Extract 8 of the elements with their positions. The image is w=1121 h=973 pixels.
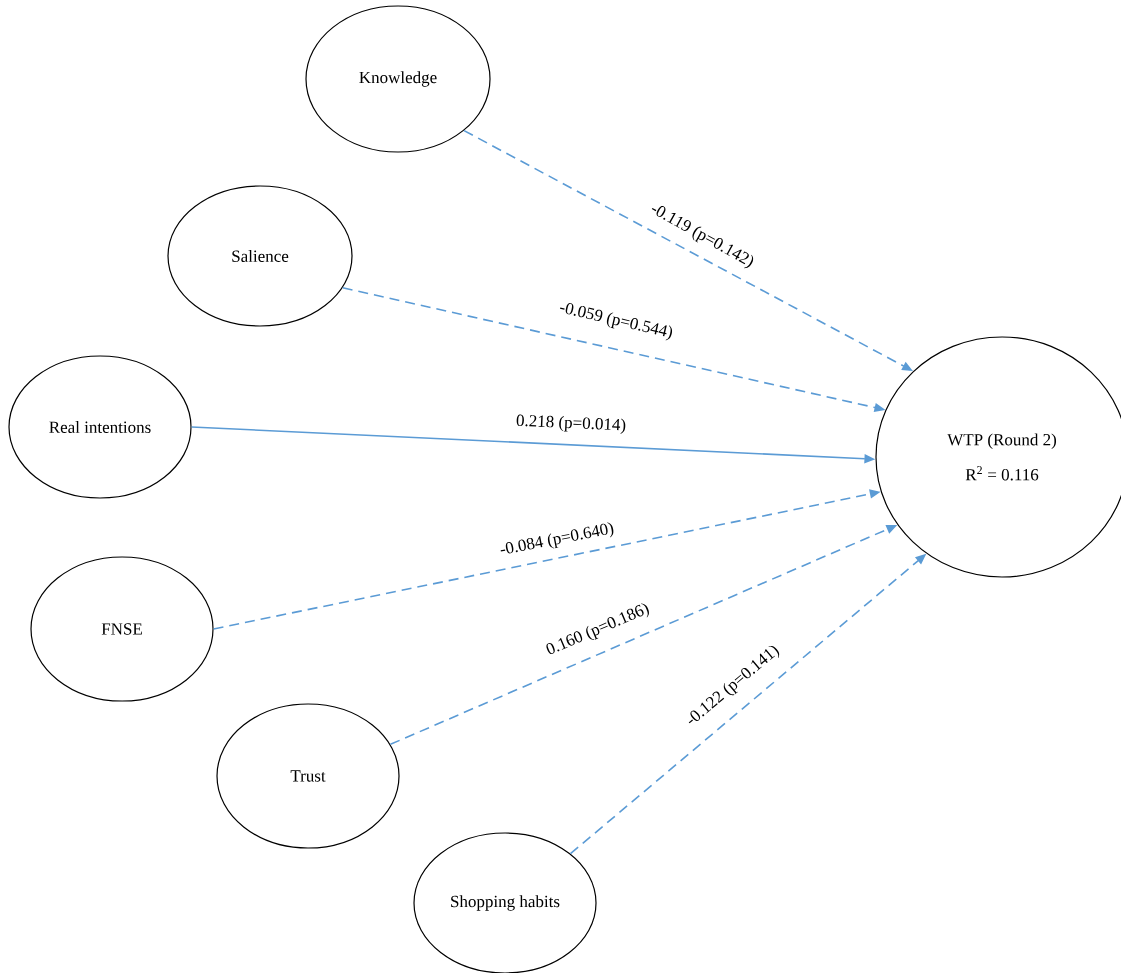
ellipse-node: Trust bbox=[216, 703, 400, 849]
edge-label: -0.084 (p=0.640) bbox=[497, 520, 617, 560]
edge-label: 0.218 (p=0.014) bbox=[514, 412, 628, 436]
ellipse-node: Real intentions bbox=[8, 355, 192, 499]
edge-label: -0.059 (p=0.544) bbox=[556, 299, 676, 343]
ellipse-node: FNSE bbox=[30, 556, 214, 702]
ellipse-node: Salience bbox=[167, 185, 353, 327]
ellipse-node: Knowledge bbox=[305, 5, 491, 153]
